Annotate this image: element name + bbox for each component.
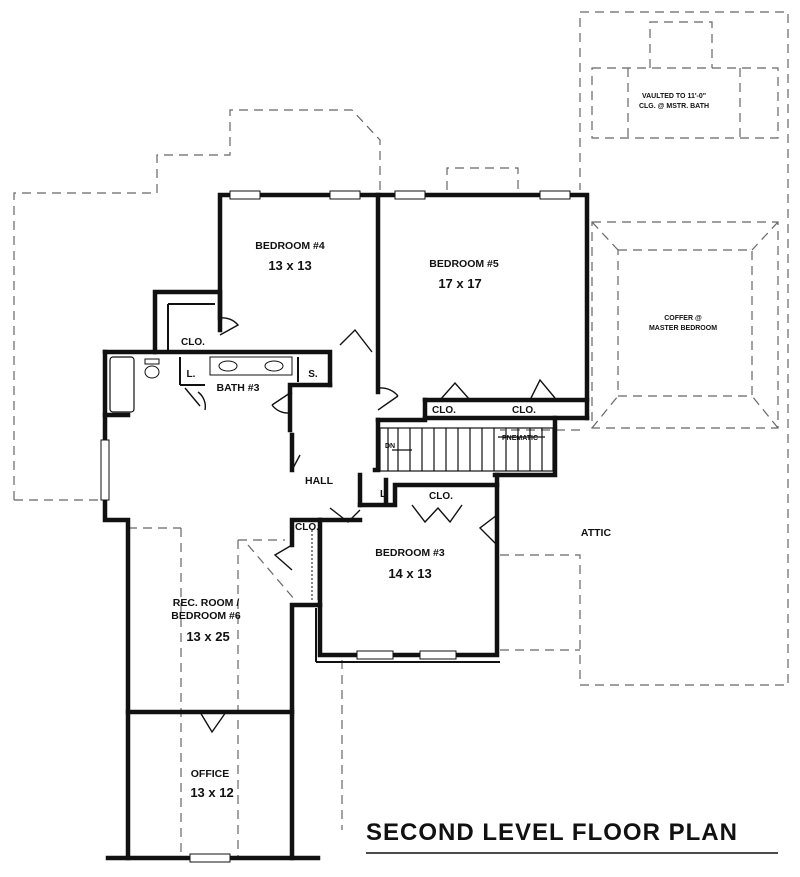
- coffer-ceiling-outline: [591, 221, 779, 429]
- hall-closet-shelf: [311, 530, 319, 600]
- coffer-note-1: COFFER @: [664, 315, 702, 322]
- rec-room-size: 13 x 25: [186, 629, 229, 644]
- door-swings: [184, 317, 556, 734]
- office-label: OFFICE: [191, 768, 230, 780]
- closet-bed5-right-label: CLO.: [512, 405, 536, 416]
- vaulted-note-1: VAULTED TO 11'-0": [642, 93, 706, 100]
- bedroom5-label: BEDROOM #5: [429, 258, 499, 270]
- storage-label: S.: [308, 369, 318, 380]
- closet-bed4-label: CLO.: [181, 337, 205, 348]
- office-size: 13 x 12: [190, 785, 233, 800]
- rec-room-label-2: BEDROOM #6: [171, 610, 241, 622]
- coffer-note-2: MASTER BEDROOM: [649, 325, 717, 332]
- attic-label: ATTIC: [581, 527, 612, 539]
- windows: [100, 190, 571, 863]
- linen-bath-label: L.: [187, 369, 196, 380]
- bedroom3-size: 14 x 13: [388, 566, 431, 581]
- bath-fixtures: [109, 356, 299, 413]
- bedroom4-size: 13 x 13: [268, 258, 311, 273]
- exterior-walls: [102, 192, 590, 861]
- bedroom4-label: BEDROOM #4: [255, 240, 325, 252]
- vaulted-ceiling-outline: [446, 21, 779, 190]
- closet-hall-label: CLO.: [295, 522, 319, 533]
- closet-bed3-label: CLO.: [429, 491, 453, 502]
- stair-note: PNEMATIC: [502, 435, 538, 442]
- stair-dn: DN: [385, 443, 395, 450]
- closet-bed5-left-label: CLO.: [432, 405, 456, 416]
- vaulted-note-2: CLG. @ MSTR. BATH: [639, 103, 709, 110]
- bedroom5-size: 17 x 17: [438, 276, 481, 291]
- hall-label: HALL: [305, 475, 334, 487]
- rec-room-label-1: REC. ROOM /: [173, 597, 240, 609]
- staircase: [379, 427, 554, 472]
- plan-title: SECOND LEVEL FLOOR PLAN: [366, 819, 738, 846]
- bath3-label: BATH #3: [217, 382, 260, 394]
- bedroom3-label: BEDROOM #3: [375, 547, 445, 559]
- linen-hall-label: L: [380, 489, 386, 500]
